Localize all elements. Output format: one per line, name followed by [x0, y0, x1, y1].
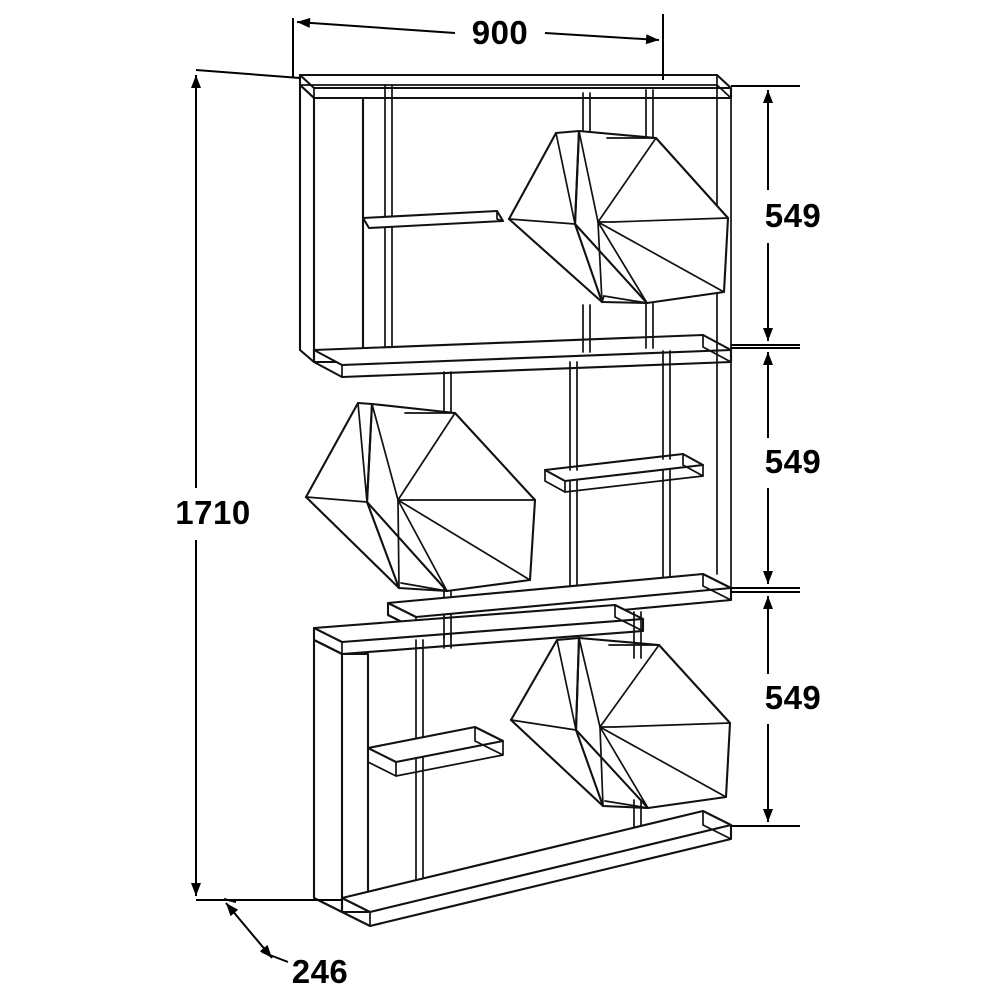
dimension-section-549-middle: 549: [731, 347, 822, 589]
middle-small-shelf: [543, 452, 705, 493]
dimension-width-900: 900: [292, 14, 664, 80]
dimension-label-width: 900: [472, 14, 529, 51]
hexagon-module-bottom: [509, 636, 732, 810]
bottom-left-inner-divider: [415, 639, 424, 881]
bottom-base-shelf: [313, 809, 733, 928]
hexagon-module-middle: [304, 401, 537, 593]
dimension-section-549-bottom: 549: [731, 591, 822, 827]
dimension-label-height: 1710: [175, 494, 250, 531]
middle-section-assembly: [304, 344, 733, 639]
top-section-assembly: [298, 73, 733, 379]
dimension-label-section-top: 549: [765, 197, 822, 234]
dimension-label-depth: 246: [292, 953, 349, 990]
dimension-depth-246: 246: [223, 898, 349, 990]
top-inner-small-shelf: [361, 209, 505, 230]
dimension-section-549-top: 549: [731, 85, 822, 346]
top-section-bottom-shelf: [312, 333, 733, 379]
top-section-vertical-supports: [582, 89, 654, 353]
bottom-section-assembly: [312, 603, 733, 928]
dimension-label-section-bottom: 549: [765, 679, 822, 716]
bottom-inner-small-shelf: [366, 725, 505, 777]
top-shelf-board: [298, 73, 733, 100]
dimension-label-section-middle: 549: [765, 443, 822, 480]
hexagon-module-top: [507, 129, 730, 305]
dimension-height-1710: 1710: [175, 69, 343, 901]
middle-section-posts: [569, 344, 732, 591]
bottom-left-side-panel: [312, 638, 370, 914]
top-left-side-panel: [298, 83, 365, 364]
